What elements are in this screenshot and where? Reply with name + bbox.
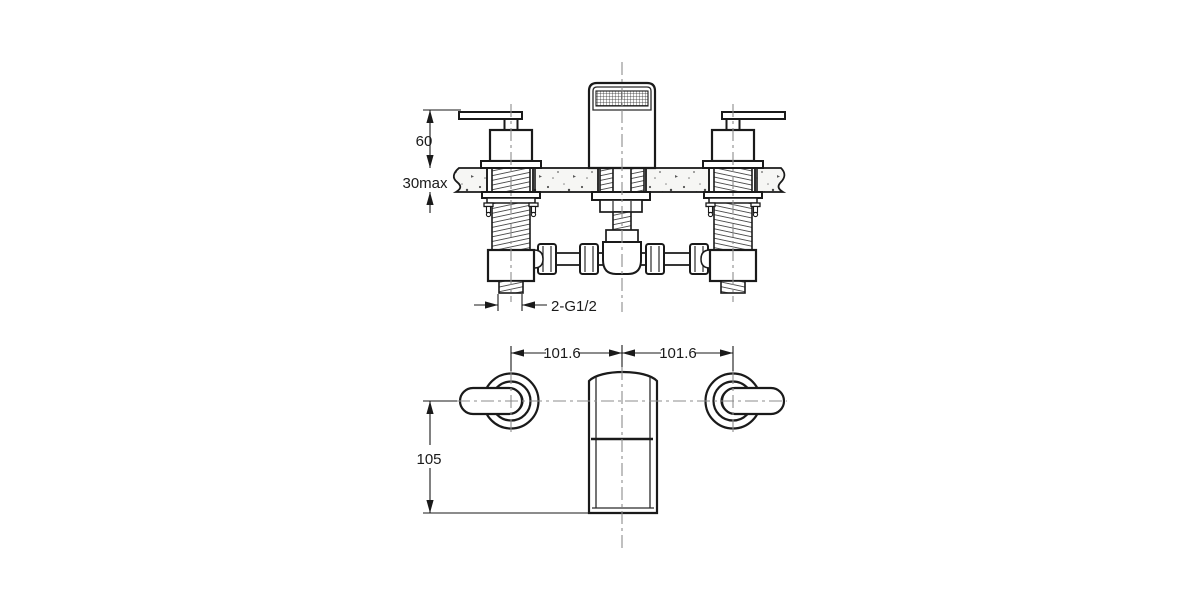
dimension-inlet-connection: 2-G1/2 [474,294,597,315]
front-elevation-view: 60 30max 2-G1/2 [402,62,787,315]
dim-text-left-101-6: 101.6 [543,345,581,362]
dim-text-right-101-6: 101.6 [659,345,697,362]
dimension-spout-projection: 105 [416,400,589,514]
dim-text-60: 60 [416,133,433,150]
dim-text-g12: 2-G1/2 [551,298,597,315]
dim-text-30max: 30max [402,175,448,192]
dim-text-105: 105 [416,451,441,468]
spout-tail-assembly [591,167,651,233]
dimension-handle-spacing: 101.6 101.6 [510,345,734,371]
union-nut [645,243,665,275]
dimension-handle-height: 60 [416,109,461,213]
dimension-deck-thickness: 30max [402,175,448,192]
plan-view: 101.6 101.6 105 [416,345,787,549]
union-nut [579,243,599,275]
spout-plan [587,371,659,515]
